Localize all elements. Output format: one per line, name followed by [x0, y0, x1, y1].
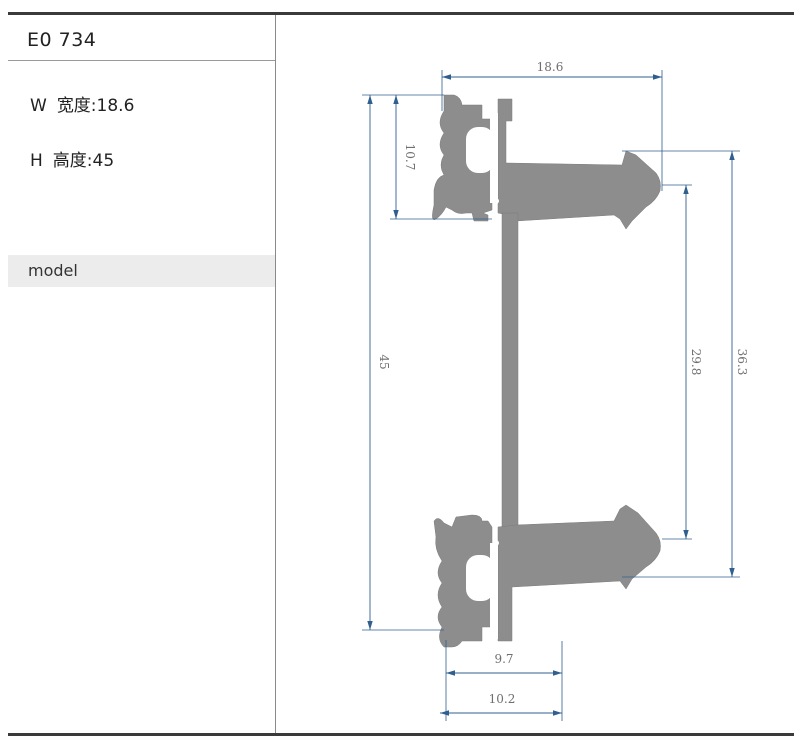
width-spec: W 宽度:18.6 [30, 91, 134, 116]
dim-inner-span: 29.8 [689, 349, 703, 376]
height-value: 45 [92, 151, 115, 171]
height-spec: H 高度:45 [30, 146, 114, 171]
width-value: 18.6 [96, 96, 135, 116]
height-letter: H [30, 151, 43, 171]
profile-shape [432, 94, 661, 648]
product-code: E0 734 [27, 29, 97, 51]
model-label: model [28, 261, 78, 280]
dim-top-width: 18.6 [537, 60, 564, 74]
dim-head-height: 10.7 [403, 144, 417, 171]
dim-outer-span: 36.3 [735, 349, 749, 376]
height-label: 高度: [52, 151, 93, 171]
dimension-lines [367, 74, 735, 716]
info-panel: E0 734 W 宽度:18.6 H 高度:45 model [8, 15, 275, 733]
width-letter: W [30, 96, 47, 116]
width-label: 宽度: [56, 96, 97, 116]
extension-lines [362, 70, 740, 721]
model-bar: model [8, 255, 275, 287]
code-divider [8, 60, 275, 61]
dim-base-width-inner: 9.7 [494, 652, 513, 666]
dim-total-height: 45 [377, 354, 391, 369]
panel-divider [275, 15, 276, 733]
bottom-rule [8, 733, 794, 736]
profile-cavities [466, 113, 499, 639]
dim-base-width-outer: 10.2 [489, 692, 516, 706]
profile-drawing: 18.6 10.7 45 29.8 36.3 9.7 10.2 [362, 60, 749, 721]
top-rule [8, 12, 794, 15]
